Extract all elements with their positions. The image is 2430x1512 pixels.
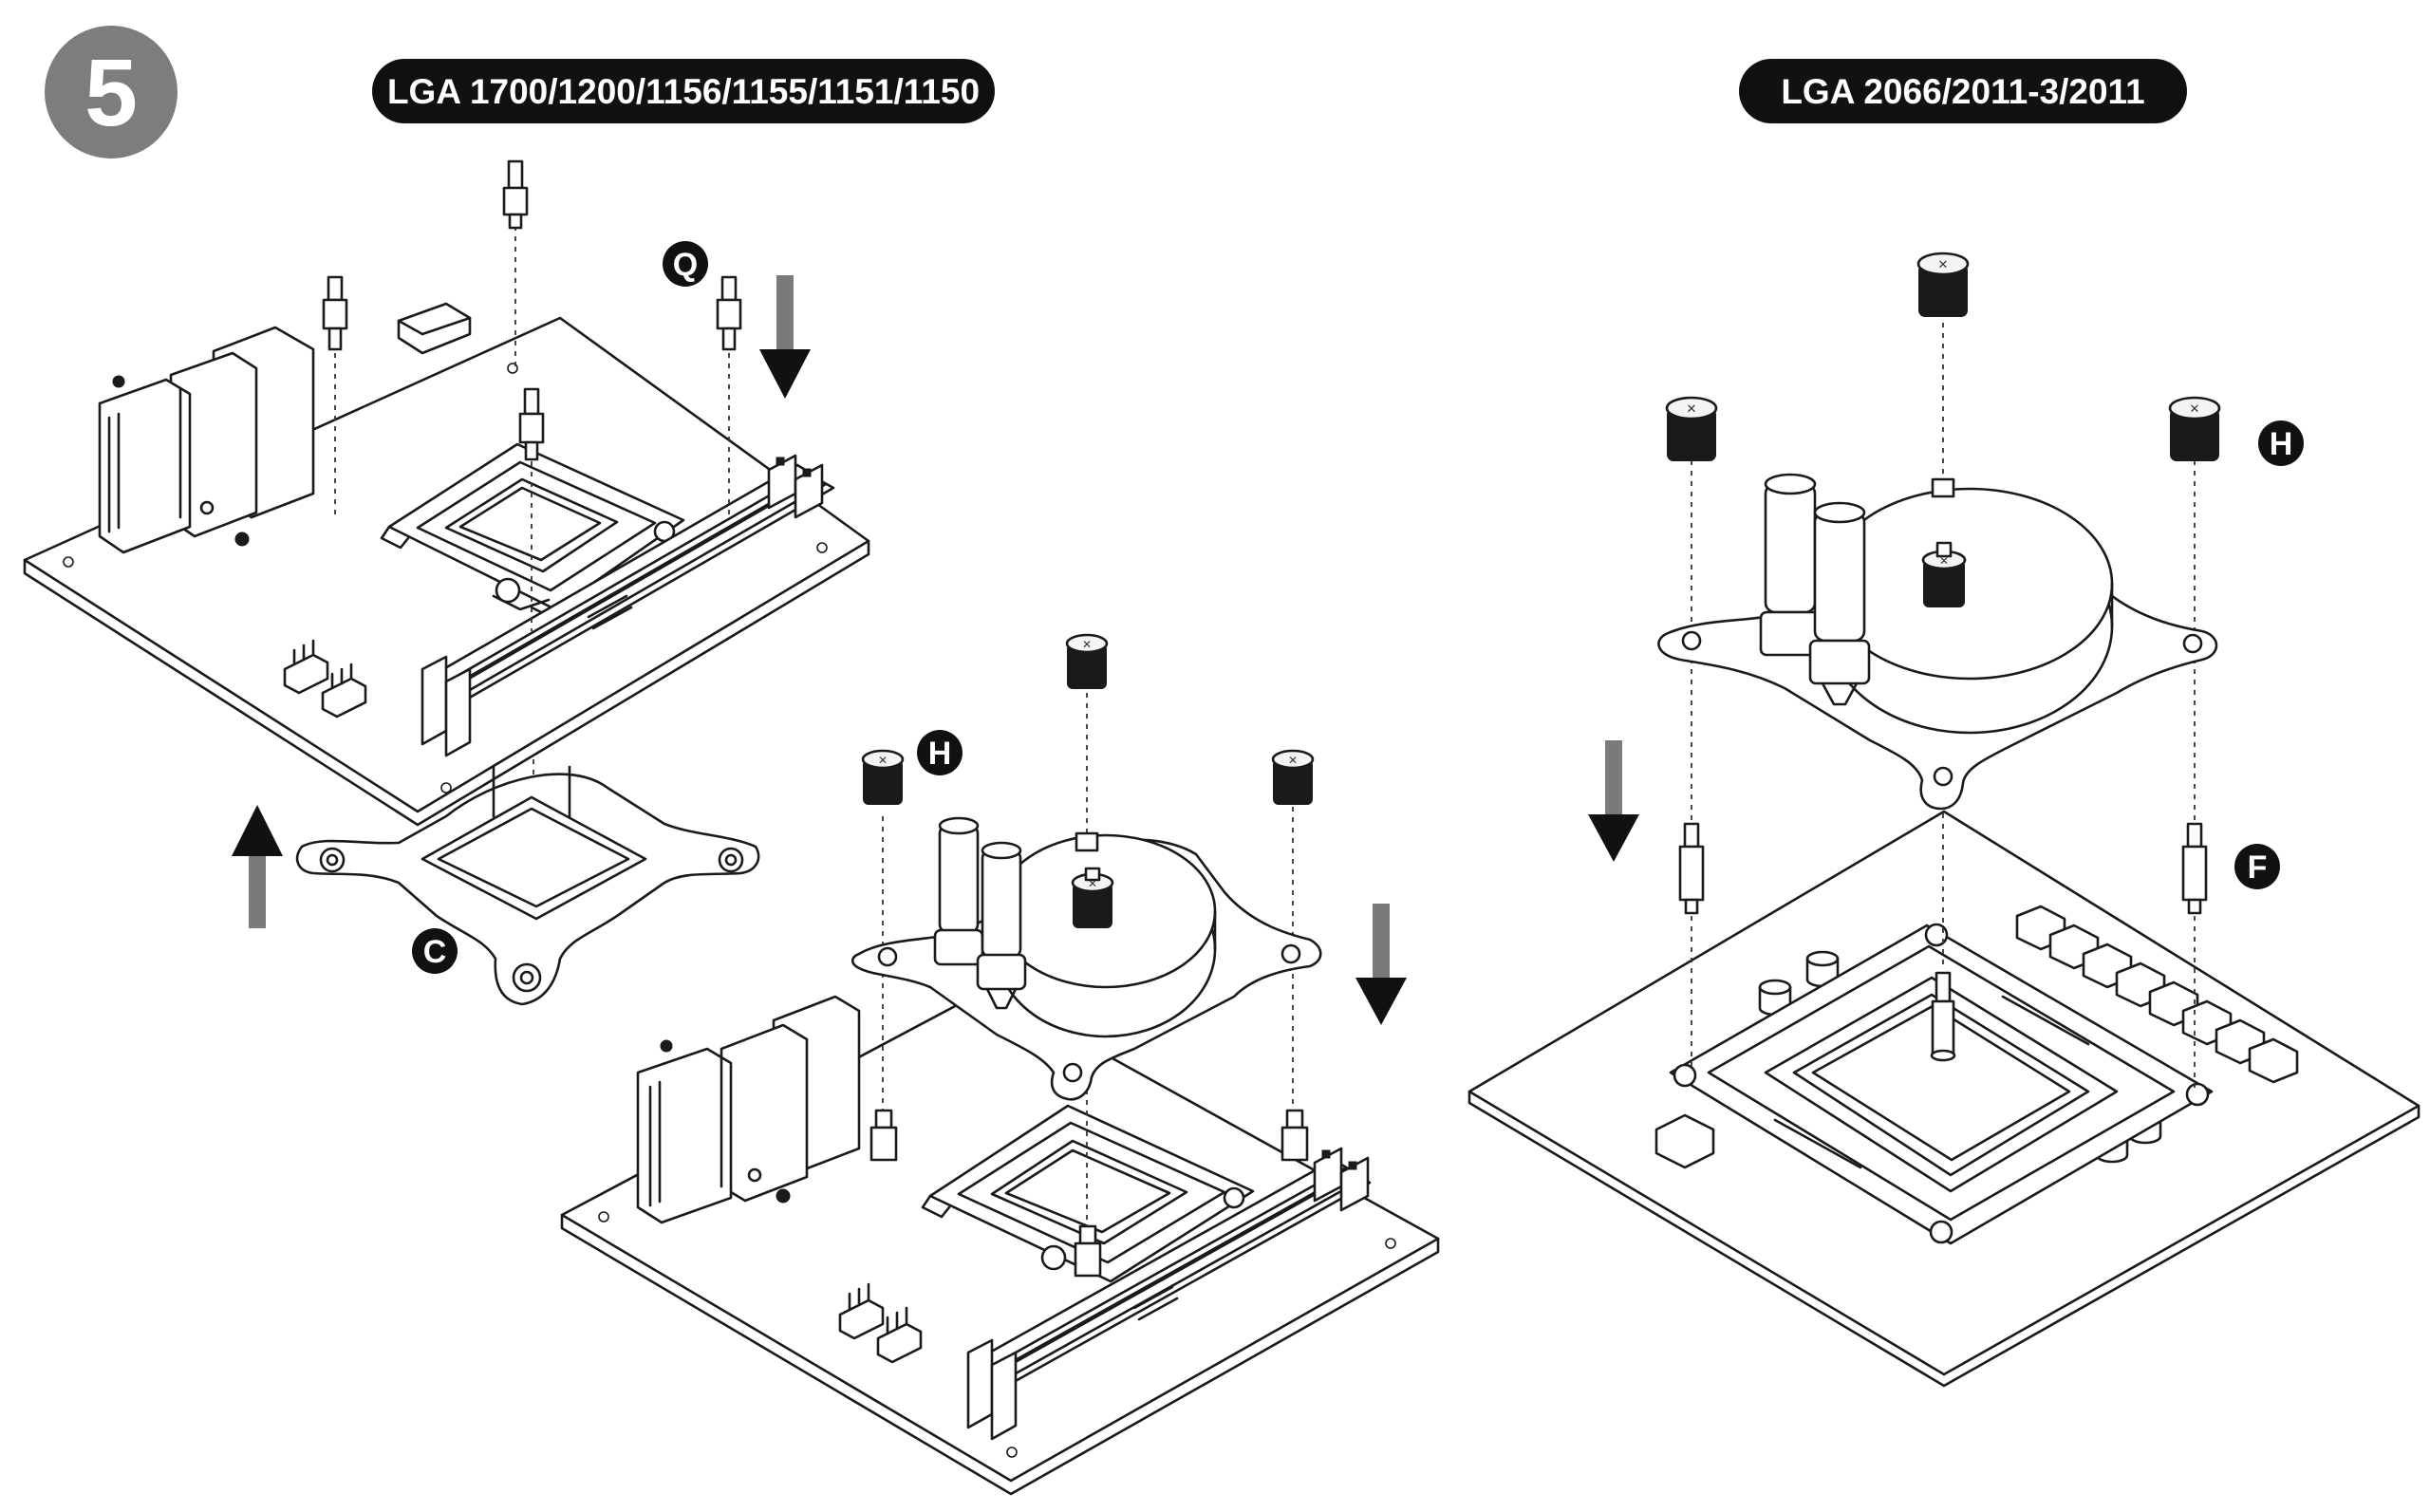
label-q: Q [673,247,698,283]
label-h-mid: H [928,736,952,772]
fan-headers [283,639,367,719]
down-arrow-icon [1588,740,1639,862]
hedt-assembly: F [1467,252,2421,1388]
pump-head-mid: ✕ [850,693,1322,1226]
svg-text:✕: ✕ [878,754,888,767]
header-pill-right [1739,59,2187,123]
ram-slots [421,454,835,757]
socket-list-hedt: LGA 2066/2011-3/2011 [1781,72,2144,111]
thumbnuts-mid: ✕ ✕ ✕ H [861,633,1407,1025]
svg-text:✕: ✕ [2190,401,2200,416]
up-arrow-icon [232,805,283,928]
standoff-q-2 [322,275,348,351]
step-badge-circle [45,26,178,159]
header-intel-hedt: LGA 2066/2011-3/2011 [1739,59,2187,123]
motherboard-lower [560,987,1440,1496]
cpu-power-connector [397,302,472,355]
motherboard-upper: Q [23,159,870,827]
thumbnut-mid-2: ✕ [1065,633,1109,689]
pump-fittings-right [1759,473,1871,706]
socket-list-mainstream: LGA 1700/1200/1156/1155/1151/1150 [387,72,980,111]
svg-text:✕: ✕ [1938,257,1949,271]
label-h-badge-mid: H [917,730,963,775]
io-ports-2 [636,995,861,1224]
pump-head-right: ✕ [1657,473,2218,811]
label-h-right: H [2270,426,2293,462]
standoffs-mounted [869,1109,1309,1278]
svg-text:✕: ✕ [1687,401,1697,416]
thumbnut-right-1: ✕ [1665,396,1718,461]
thumbnut-mid-1: ✕ [861,749,905,805]
standoffs-f [1678,822,2208,915]
thumbnut-center-mid: ✕ [1071,867,1114,928]
svg-text:✕: ✕ [1939,554,1949,568]
header-intel-mainstream: LGA 1700/1200/1156/1155/1151/1150 [372,59,995,123]
thumbnut-center-right: ✕ [1921,541,1967,607]
svg-text:✕: ✕ [1088,877,1097,890]
pump-fittings [933,816,1027,1010]
cpu-socket-lga2066 [1669,923,2214,1245]
backplate-c: C [232,759,760,1006]
ram-slots-2 [966,1147,1372,1441]
thumbnut-right-2: ✕ [1916,252,1970,317]
standoff-f-1 [1678,822,1705,915]
standoff-q-4 [518,387,545,461]
down-arrow-icon [759,275,811,399]
header-pill-left [372,59,995,123]
label-c-badge: C [412,928,458,974]
label-f: F [2248,849,2268,886]
step-number-badge: 5 [45,26,178,159]
io-ports [98,326,315,554]
thumbnut-right-3: ✕ [2168,396,2221,461]
down-arrow-icon [1355,904,1407,1025]
standoffs-q [322,159,742,631]
standoff-q-3 [716,275,742,351]
label-f-badge: F [2234,844,2280,889]
cpu-socket-2 [921,1104,1255,1283]
svg-text:✕: ✕ [1082,638,1092,651]
standoff-f-2 [2181,822,2208,915]
fan-headers-2 [838,1282,923,1364]
label-q-badge: Q [663,241,708,287]
thumbnuts-right: ✕ ✕ ✕ H [1665,252,2304,466]
standoff-q-1 [502,159,529,230]
step-number: 5 [84,40,138,146]
mb-board-edge [23,539,870,827]
svg-text:✕: ✕ [1288,754,1298,767]
standoff-center-right [1930,971,1956,1062]
label-h-badge-right: H [2258,420,2304,466]
vrm-blocks [1654,905,2299,1169]
thumbnut-mid-3: ✕ [1271,749,1315,805]
label-c: C [423,934,447,970]
